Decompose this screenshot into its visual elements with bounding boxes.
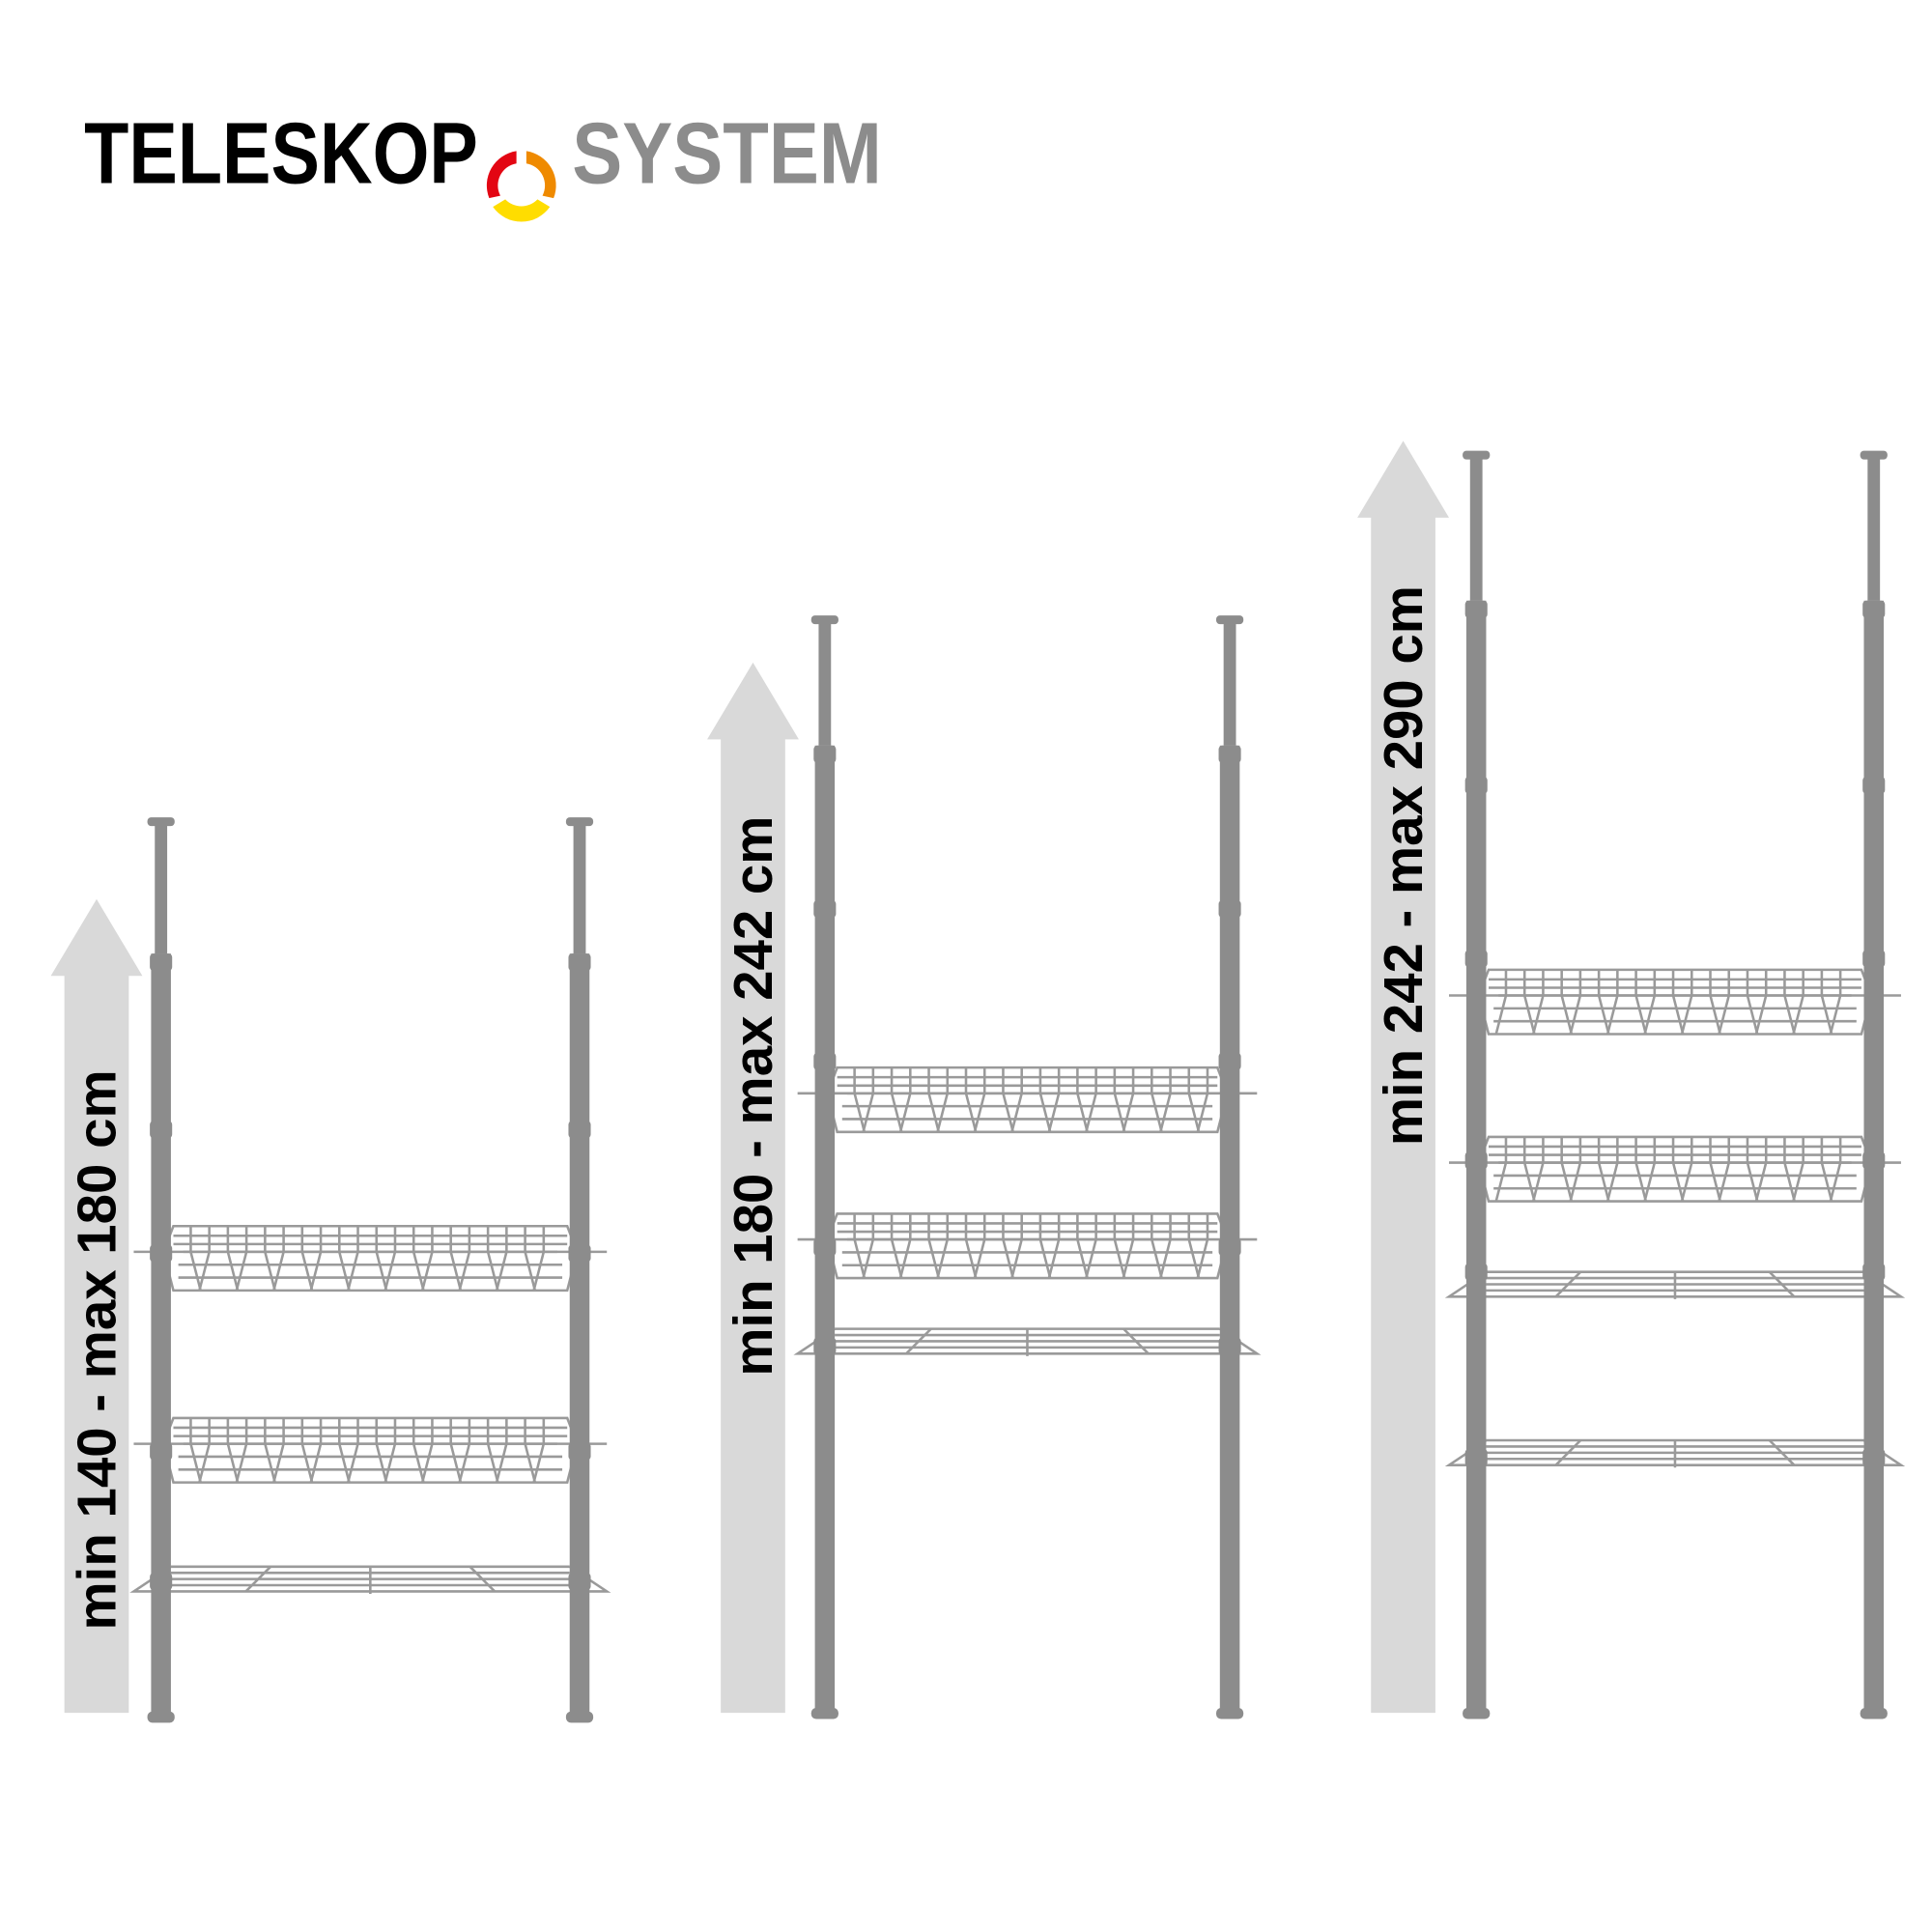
pole-joint [150,953,173,972]
pole-joint [1862,1263,1886,1281]
pole-joint [1464,600,1488,618]
logo: TELESKOP SYSTEM [84,106,882,222]
pole-joint [813,1052,837,1070]
telescopic-pole [147,817,175,1723]
pole-joint [1218,1238,1241,1256]
logo-word-system: SYSTEM [572,106,882,203]
wire-shelf [793,1327,1262,1356]
pole-joint [1862,1151,1886,1170]
pole-joint [1464,950,1488,968]
pole-joint [568,953,591,972]
pole-foot [810,1707,838,1719]
height-arrow [1357,440,1449,1714]
pole-joint [1218,1337,1241,1355]
wire-basket [797,1212,1258,1280]
pole-joint [1218,745,1241,763]
pole-joint [813,745,837,763]
pole-joint [568,1573,591,1591]
wire-basket [1449,968,1901,1036]
pole-foot [147,1711,175,1723]
telescopic-pole [1463,450,1491,1719]
telescopic-pole [1215,615,1244,1719]
pole-cap [565,817,594,827]
telescopic-pole [810,615,838,1719]
telescopic-pole [565,817,594,1723]
pole-foot [1463,1707,1491,1719]
pole-joint [568,1244,591,1263]
wire-basket [133,1224,608,1293]
height-range-label: min 180 - max 242 cm [723,816,783,1377]
height-range-label: min 242 - max 290 cm [1373,585,1434,1146]
pole-joint [1218,900,1241,918]
wire-basket [797,1065,1258,1134]
rack-1: min 140 - max 180 cm [50,817,611,1723]
pole-joint [1464,776,1488,794]
pole-joint [150,1121,173,1139]
pole-foot [1860,1707,1888,1719]
pole-joint [813,900,837,918]
height-range-label: min 140 - max 180 cm [67,1069,128,1630]
telescopic-pole [1860,450,1888,1719]
pole-joint [1862,950,1886,968]
pole-joint [813,1238,837,1256]
rack-3: min 242 - max 290 cm [1357,440,1906,1719]
rack-2: min 180 - max 242 cm [707,615,1262,1719]
pole-joint [1464,1449,1488,1466]
height-arrow [707,662,799,1714]
logo-ring-icon [486,151,556,222]
height-arrow [50,898,143,1714]
pole-joint [150,1442,173,1461]
pole-joint [1862,776,1886,794]
wire-basket [133,1416,608,1484]
pole-joint [813,1337,837,1355]
pole-joint [1862,1449,1886,1466]
wire-shelf [1444,1438,1906,1468]
pole-joint [1464,1263,1488,1281]
pole-cap [810,615,838,625]
pole-foot [1215,1707,1244,1719]
pole-joint [150,1573,173,1591]
pole-joint [1464,1151,1488,1170]
wire-shelf [129,1565,611,1595]
pole-joint [1218,1052,1241,1070]
pole-foot [565,1711,594,1723]
wire-basket [1449,1135,1901,1203]
pole-cap [1463,450,1491,460]
pole-joint [150,1244,173,1263]
pole-cap [1215,615,1244,625]
pole-joint [568,1442,591,1461]
pole-joint [568,1121,591,1139]
wire-shelf [1444,1270,1906,1299]
logo-word-teleskop: TELESKOP [84,106,478,203]
pole-cap [147,817,175,827]
pole-cap [1860,450,1888,460]
pole-joint [1862,600,1886,618]
